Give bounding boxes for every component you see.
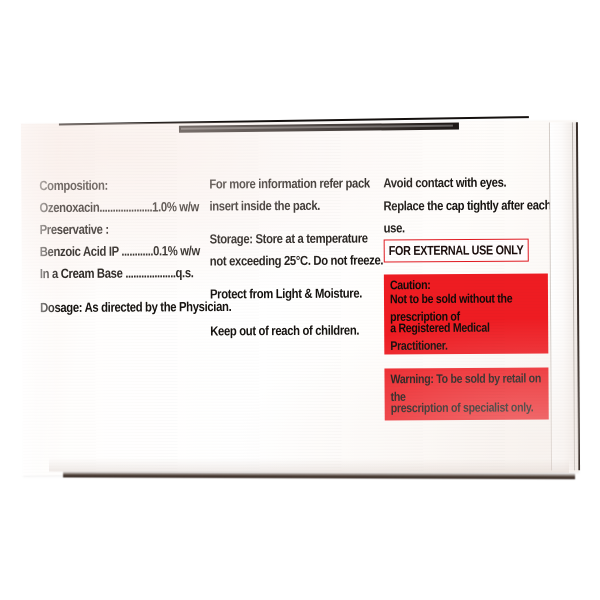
carton-left-highlight (18, 123, 62, 476)
base-leader: ................... (125, 266, 176, 282)
label-text-columns: Composition: Ozenoxacin.................… (21, 120, 579, 475)
composition-column: Composition: Ozenoxacin.................… (39, 174, 232, 319)
pack-insert-text: For more information refer pack insert i… (209, 177, 370, 214)
preservative-value: 0.1% w/w (153, 244, 200, 259)
base-value: q.s. (175, 266, 194, 281)
keep-out-of-reach-text: Keep out of reach of children. (210, 323, 360, 339)
dosage-line: Dosage: As directed by the Physician. (40, 300, 232, 316)
info-column: For more information refer pack insert i… (209, 173, 386, 349)
ingredient-leader: .................... (99, 200, 153, 216)
carton-bottom-edge (63, 471, 576, 480)
caution-line-2: a Registered Medical Practitioner. (390, 321, 490, 353)
medicine-carton-back-panel: Composition: Ozenoxacin.................… (18, 116, 581, 480)
composition-row-cream-base: In a Cream Base ...................q.s. (40, 260, 222, 287)
carton-side-fold-line (571, 122, 576, 471)
warning-line-2: prescription of specialist only. (390, 400, 534, 416)
warnings-column: Avoid contact with eyes. Replace the cap… (383, 172, 565, 420)
for-external-use-only-text: FOR EXTERNAL USE ONLY (388, 242, 524, 259)
carton-bottom-haze (48, 457, 570, 473)
replace-cap-text: Replace the cap tightly after each use. (383, 198, 552, 235)
protect-from-light-text: Protect from Light & Moisture. (209, 287, 363, 302)
for-external-use-only-box: FOR EXTERNAL USE ONLY (383, 238, 529, 262)
warning-box: Warning: To be sold by retail on the pre… (384, 367, 549, 420)
carton-right-side-panel (548, 122, 581, 471)
preservative-leader: ............ (121, 244, 154, 260)
ingredient-value: 1.0% w/w (152, 200, 200, 215)
storage-instructions: Storage: Store at a temperature not exce… (209, 232, 384, 269)
avoid-contact-with-eyes-text: Avoid contact with eyes. (383, 176, 507, 191)
caution-box: Caution: Not to be sold without the pres… (383, 272, 549, 355)
